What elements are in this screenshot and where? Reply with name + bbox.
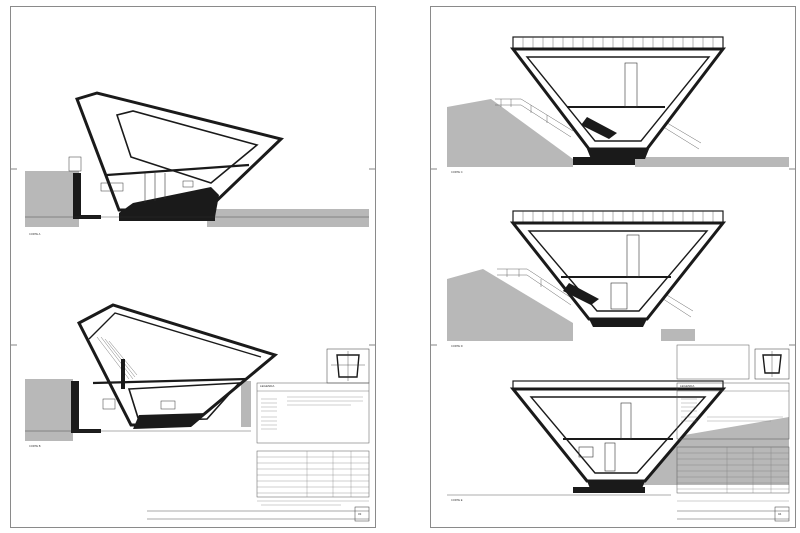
section-d-drawing (447, 210, 727, 341)
section-a-label: CORTE A (29, 233, 41, 236)
section-e-label: CORTE E (451, 499, 463, 502)
drawing-number: 03 (358, 512, 362, 516)
section-b-drawing (25, 303, 279, 441)
sheet-left-drawing (11, 91, 375, 522)
section-e-drawing (447, 380, 789, 496)
drawing-number: 04 (778, 512, 782, 516)
section-a-terrain-left (25, 171, 79, 227)
section-b-label: CORTE B (29, 445, 41, 448)
section-c-drawing (447, 36, 789, 167)
sheet-right-drawing (431, 36, 795, 522)
legend-heading: LEGENDA (680, 384, 695, 388)
section-d-label: CORTE D (451, 345, 463, 348)
legend-heading: LEGENDA (260, 384, 275, 388)
left-title-block (147, 348, 370, 522)
drawing-sheet-left: CORTE A CORTE B LEGENDA 03 (10, 6, 376, 528)
section-a-terrain-right (207, 209, 369, 227)
right-title-block (676, 344, 790, 522)
section-c-label: CORTE C (451, 171, 463, 174)
drawing-sheet-right: CORTE C CORTE D CORTE E LEGENDA 04 (430, 6, 796, 528)
section-a-drawing (25, 91, 369, 227)
